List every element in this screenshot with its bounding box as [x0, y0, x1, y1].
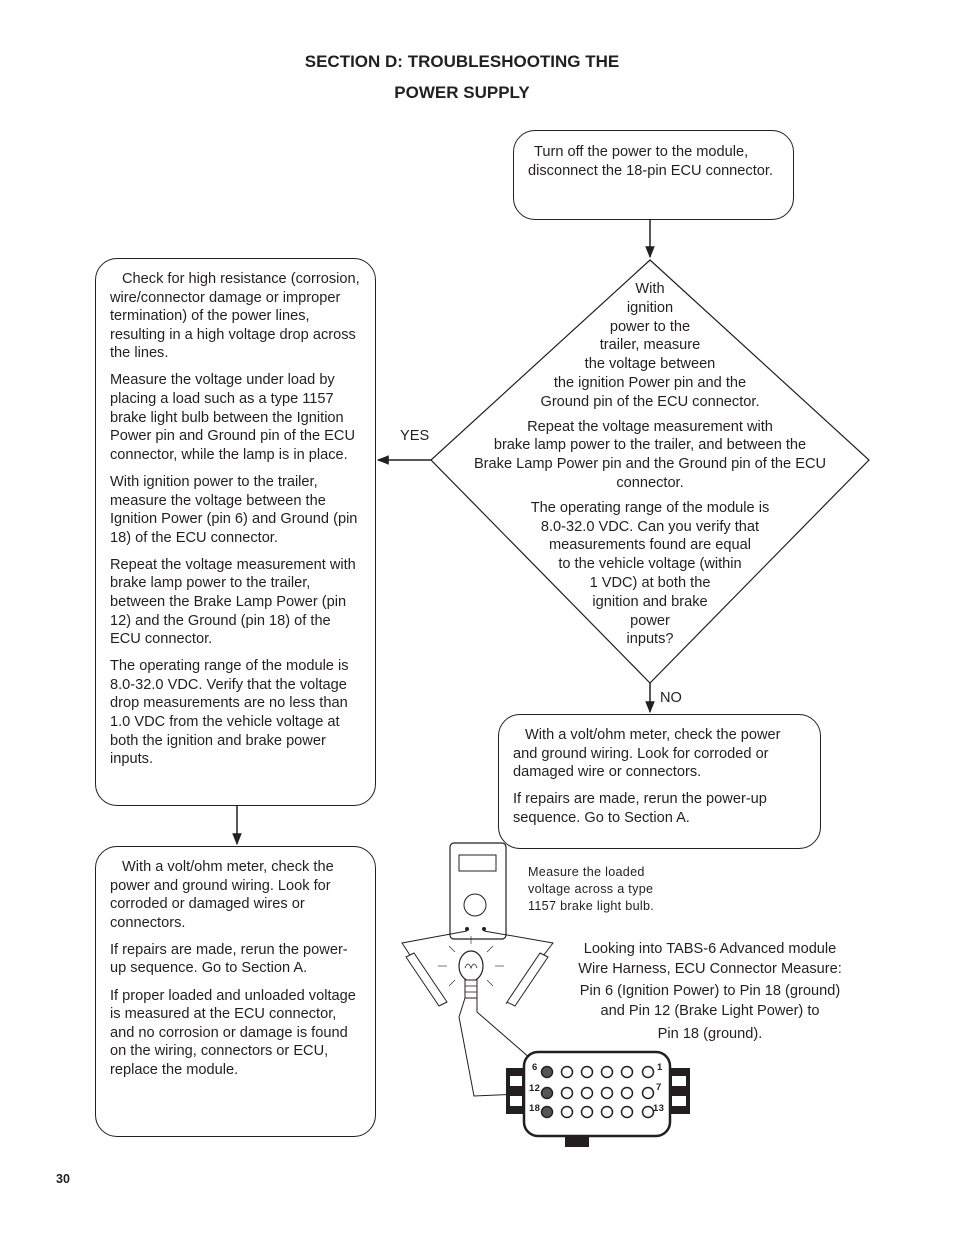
page-title-line-2: POWER SUPPLY [394, 83, 530, 102]
caption-line: Pin 18 (ground). [657, 1026, 763, 1042]
final-para-3: If proper loaded and unloaded voltage is… [110, 987, 356, 1078]
caption-line: and Pin 12 (Brake Light Power) to [600, 1002, 820, 1019]
page-number: 30 [56, 1172, 70, 1186]
yes-para-5: The operating range of the module is 8.0… [110, 658, 349, 768]
meter-note: Measure the loaded voltage across a type… [528, 864, 654, 915]
yes-para-4: Repeat the voltage measurement with brak… [110, 556, 356, 648]
decision-para-3: The operating range of the module is 8.0… [450, 499, 850, 649]
decision-line: 1 VDC) at both the [589, 574, 711, 591]
yes-para-2: Measure the voltage under load by placin… [110, 372, 355, 463]
caption-line: Wire Harness, ECU Connector Measure: [578, 960, 842, 977]
ecu-connector-icon [506, 1050, 690, 1147]
final-box: With a volt/ohm meter, check the power a… [95, 846, 376, 1137]
start-text: Turn off the power to the module, discon… [528, 144, 773, 179]
pin-label-18: 18 [529, 1103, 541, 1114]
probe-right-icon [506, 952, 549, 1007]
connector-caption: Looking into TABS-6 Advanced module Wire… [560, 940, 860, 1045]
decision-line: inputs? [626, 631, 674, 648]
pin-label-6: 6 [532, 1062, 538, 1073]
decision-line: 8.0-32.0 VDC. Can you verify that [540, 518, 760, 535]
page-title-line-1: SECTION D: TROUBLESHOOTING THE [304, 52, 620, 71]
decision-line: power to the [609, 318, 691, 335]
caption-line: Looking into TABS-6 Advanced module [583, 941, 837, 957]
meter-note-line: 1157 brake light bulb. [528, 899, 655, 913]
final-para-2: If repairs are made, rerun the power-up … [110, 941, 348, 977]
yes-label: YES [400, 428, 430, 444]
decision-line: brake lamp power to the trailer, and bet… [493, 437, 807, 454]
yes-branch-box: Check for high resistance (corrosion, wi… [95, 258, 376, 806]
decision-line: Repeat the voltage measurement with [527, 418, 773, 435]
meter-note-line: Measure the loaded [528, 865, 645, 879]
decision-line: ignition and brake [592, 593, 708, 610]
decision-line: Ground pin of the ECU connector. [540, 393, 760, 410]
decision-para-2: Repeat the voltage measurement with brak… [450, 418, 850, 493]
no-para-2: If repairs are made, rerun the power-up … [513, 791, 767, 826]
probe-left-icon [405, 952, 448, 1007]
decision-line: the voltage between [584, 356, 716, 373]
decision-para-1: With ignition power to the trailer, meas… [450, 280, 850, 412]
multimeter-icon [449, 842, 507, 940]
yes-para-3: With ignition power to the trailer, meas… [110, 473, 358, 546]
pin-label-13: 13 [653, 1103, 665, 1114]
decision-line: Brake Lamp Power pin and the Ground pin … [473, 456, 827, 473]
decision-line: power [630, 612, 670, 629]
decision-line: the ignition Power pin and the [553, 374, 747, 391]
start-box: Turn off the power to the module, discon… [513, 130, 794, 220]
pin-label-1: 1 [657, 1062, 663, 1073]
no-para-1: With a volt/ohm meter, check the power a… [513, 727, 781, 781]
pin-label-12: 12 [529, 1083, 541, 1094]
decision-line: With [635, 281, 665, 297]
meter-note-line: voltage across a type [528, 882, 654, 896]
decision-text: With ignition power to the trailer, meas… [450, 280, 850, 649]
decision-line: to the vehicle voltage (within [558, 556, 742, 573]
decision-line: ignition [626, 299, 674, 316]
decision-line: trailer, measure [599, 337, 701, 354]
final-para-1: With a volt/ohm meter, check the power a… [110, 859, 334, 931]
decision-line: measurements found are equal [548, 537, 751, 554]
caption-line: Pin 6 (Ignition Power) to Pin 18 (ground… [579, 983, 841, 999]
no-branch-box: With a volt/ohm meter, check the power a… [498, 714, 821, 849]
brake-light-bulb-icon [438, 936, 504, 999]
pin-label-7: 7 [656, 1082, 662, 1093]
decision-line: The operating range of the module is [530, 499, 770, 516]
decision-line: connector. [616, 474, 684, 491]
yes-para-1: Check for high resistance (corrosion, wi… [110, 271, 360, 362]
no-label: NO [660, 690, 682, 706]
